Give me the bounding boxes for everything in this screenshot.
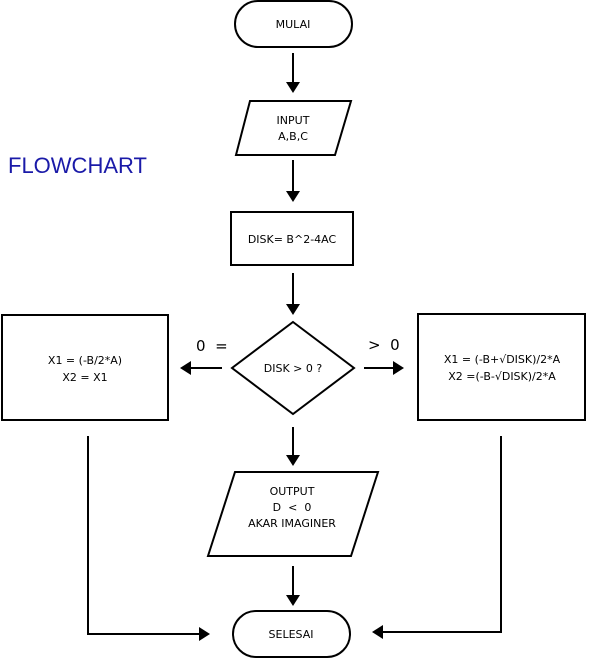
output-parallelogram: OUTPUT D < 0 AKAR IMAGINER xyxy=(206,471,380,557)
input-label-line-2: A,B,C xyxy=(278,130,308,143)
decision-diamond: DISK > 0 ? xyxy=(230,320,356,416)
right-process-box: X1 = (-B+√DISK)/2*A X2 =(-B-√DISK)/2*A xyxy=(417,313,586,421)
left-process-line-2: X2 = X1 xyxy=(62,371,107,384)
start-terminator: MULAI xyxy=(234,0,353,48)
output-label-line-2: D < 0 xyxy=(273,501,312,514)
decision-label: DISK > 0 ? xyxy=(264,362,323,375)
edge-label-left: 0 = xyxy=(196,337,228,355)
arrowhead-input-to-process xyxy=(286,191,300,202)
process-box: DISK= B^2-4AC xyxy=(230,211,354,266)
connectors xyxy=(87,53,502,641)
edge-left-to-end xyxy=(87,436,200,635)
arrowhead-right-to-end xyxy=(372,625,383,639)
process-label: DISK= B^2-4AC xyxy=(248,233,337,246)
arrowhead-start-to-input xyxy=(286,82,300,93)
edge-right-to-end xyxy=(382,436,502,633)
diagram-title: FLOWCHART xyxy=(8,153,147,178)
end-terminator: SELESAI xyxy=(232,610,351,658)
start-label: MULAI xyxy=(276,18,311,31)
left-process-box: X1 = (-B/2*A) X2 = X1 xyxy=(1,314,169,421)
right-process-line-1: X1 = (-B+√DISK)/2*A xyxy=(444,353,561,366)
input-label-line-1: INPUT xyxy=(277,114,310,127)
arrowhead-decision-to-left xyxy=(180,361,191,375)
input-parallelogram: INPUT A,B,C xyxy=(234,100,353,156)
right-process-line-2: X2 =(-B-√DISK)/2*A xyxy=(448,370,556,383)
output-label-line-1: OUTPUT xyxy=(270,485,315,498)
arrowhead-left-to-end xyxy=(199,627,210,641)
left-process-line-1: X1 = (-B/2*A) xyxy=(48,354,122,367)
output-label-line-3: AKAR IMAGINER xyxy=(248,517,336,530)
arrowhead-process-to-decision xyxy=(286,304,300,315)
edge-label-right: > 0 xyxy=(368,336,400,354)
arrowhead-decision-to-output xyxy=(286,455,300,466)
arrowhead-output-to-end xyxy=(286,595,300,606)
arrowhead-decision-to-right xyxy=(393,361,404,375)
end-label: SELESAI xyxy=(269,628,314,641)
